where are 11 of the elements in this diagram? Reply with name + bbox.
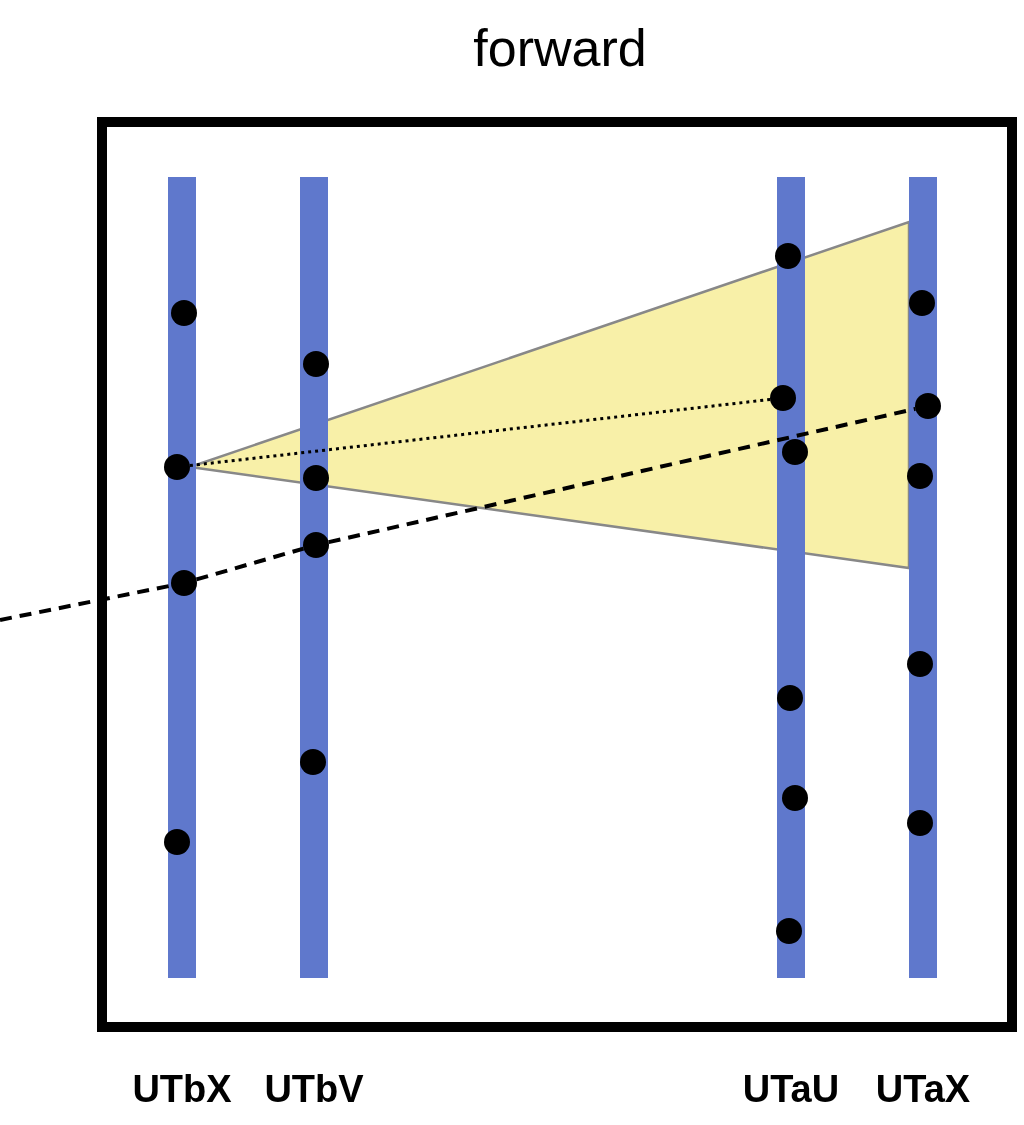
dashed-track-line: [328, 406, 916, 545]
hit-dot: [164, 454, 190, 480]
layer-label: UTbV: [263, 1068, 365, 1111]
dashed-track-line: [195, 546, 305, 582]
layer-label: UTaX: [874, 1068, 972, 1111]
layer-label: UTaU: [741, 1068, 841, 1111]
dashed-track-line: [0, 583, 172, 622]
layer-label: UTbX: [131, 1068, 233, 1111]
title: forward: [472, 18, 648, 78]
hit-dot: [164, 829, 190, 855]
hit-dot: [915, 393, 941, 419]
